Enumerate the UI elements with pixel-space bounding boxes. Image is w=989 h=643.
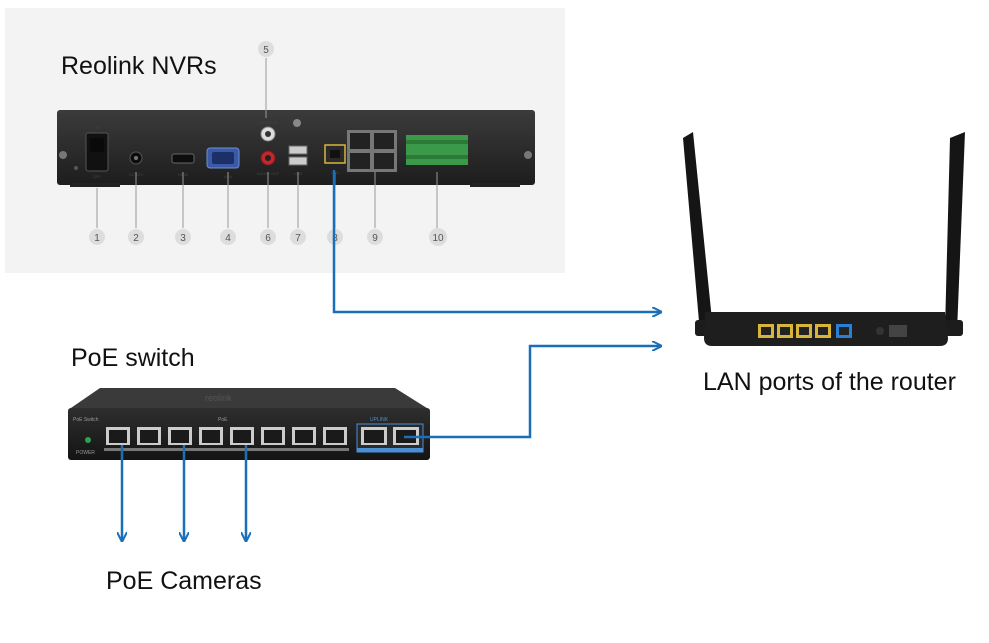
switch-to-router-arrow xyxy=(404,346,660,439)
switch-brand: reolink xyxy=(205,393,232,403)
router-lan-ports xyxy=(758,324,831,338)
on-label: ON xyxy=(94,125,100,130)
callout-9: 9 xyxy=(372,233,378,244)
callout-4: 4 xyxy=(225,233,231,244)
router-label: LAN ports of the router xyxy=(703,368,956,396)
callout-2: 2 xyxy=(133,233,139,244)
poe-cameras-label: PoE Cameras xyxy=(106,567,262,595)
nvr-to-router-arrow xyxy=(332,170,660,312)
switch-poe-ports xyxy=(106,427,347,445)
off-label: OFF xyxy=(93,174,102,179)
switch-model: PoE Switch xyxy=(73,417,99,423)
audio-in-label: AUDIO IN xyxy=(259,120,277,125)
router-device xyxy=(683,132,965,346)
callout-10: 10 xyxy=(432,233,444,244)
nvr-device: ON OFF DC 12V HDMI VGA AUDIO IN AUDIO OU… xyxy=(57,110,535,187)
nvr-alarm-terminal xyxy=(406,135,468,165)
nvr-poe-ports xyxy=(347,130,397,172)
connection-lines xyxy=(122,170,660,540)
switch-uplink-label: UPLINK xyxy=(370,417,389,423)
callout-7: 7 xyxy=(295,233,301,244)
nvr-label: Reolink NVRs xyxy=(61,52,217,80)
callout-6: 6 xyxy=(265,233,271,244)
switch-power-label: POWER xyxy=(76,450,95,456)
callout-5: 5 xyxy=(263,45,269,56)
switch-poe-label: PoE xyxy=(218,417,228,423)
callout-1: 1 xyxy=(94,233,100,244)
poe-switch-label: PoE switch xyxy=(71,344,195,372)
power-led-icon xyxy=(85,437,91,443)
poe-switch-device: reolink PoE Switch PoE UPLINK POWER xyxy=(68,388,430,460)
callout-3: 3 xyxy=(180,233,186,244)
